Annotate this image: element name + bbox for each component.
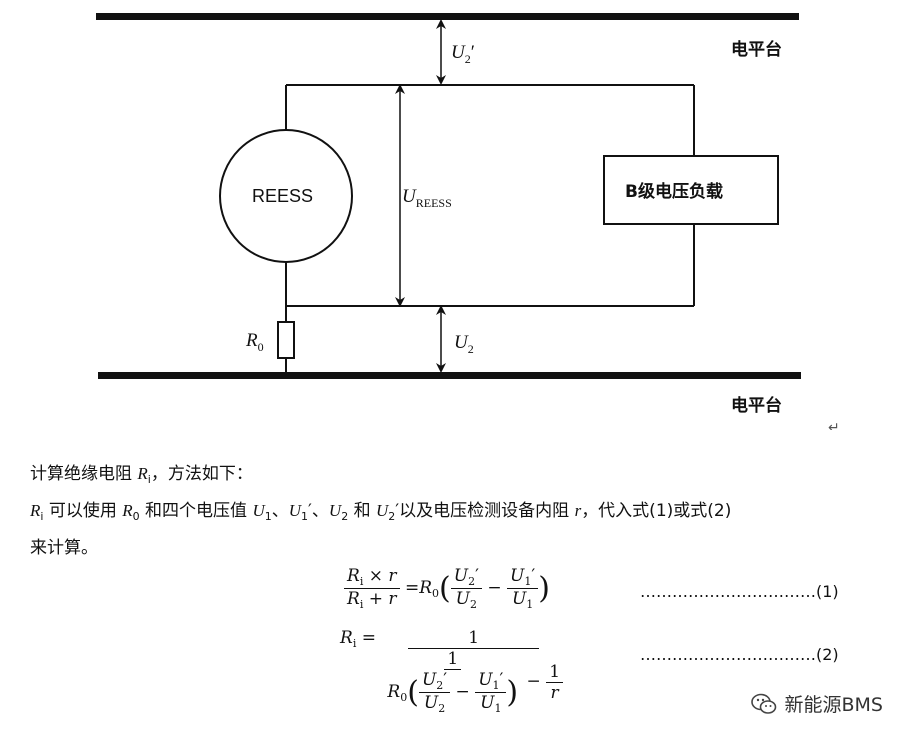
var-ri: R — [340, 628, 353, 648]
left-paren: ( — [439, 571, 451, 606]
circuit-wires — [285, 84, 695, 373]
right-paren: ) — [538, 571, 550, 606]
text-seg: 以及电压检测设备内阻 — [399, 501, 575, 521]
text-seg: 来计算。 — [30, 538, 98, 558]
sub-2: 2 — [341, 510, 349, 523]
sub-0: 0 — [132, 510, 140, 523]
formula-1-ref: ……………………………(1) — [640, 582, 839, 601]
inner-frac: 1 R0(U2′U2 − U1′U1) — [387, 649, 519, 715]
intro-line-2: Ri 可以使用 R0 和四个电压值 U1、U1′、U2 和 U2′以及电压检测设… — [30, 499, 731, 529]
equals-sign: = — [361, 628, 376, 648]
intro-text-tail: ，方法如下： — [150, 464, 253, 484]
watermark: 新能源BMS — [750, 690, 884, 717]
r0-label: R0 — [245, 330, 264, 354]
formula-1: Ri × r Ri + r =R0( U2′ U2 − U1′ U1 ) — [344, 566, 550, 611]
wechat-icon — [750, 693, 776, 714]
var-r: r — [574, 501, 582, 520]
var-u1-prime: U — [288, 501, 302, 520]
text-seg: 、 — [271, 501, 289, 521]
sub-0: 0 — [432, 587, 440, 600]
text-seg: ，代入式(1)或式(2) — [581, 501, 732, 521]
u2-label: U2 — [454, 332, 474, 356]
var-ri: R — [137, 464, 148, 483]
circuit-diagram: 电平台 电平台 REESS B级电压负载 U2′ UREESS U2 R0 ↵ — [96, 13, 840, 430]
frac-1-r: 1 r — [546, 662, 564, 703]
prime-mark: ′ — [308, 501, 312, 521]
formula-2-main-frac: 1 1 R0(U2′U2 − U1′U1) − 1 r — [381, 628, 566, 715]
formula-2-ref: ……………………………(2) — [640, 645, 839, 664]
bottom-platform-bar — [98, 372, 801, 379]
sub-i: i — [40, 510, 44, 523]
text-seg: 和四个电压值 — [139, 501, 253, 521]
sub-i: i — [147, 473, 151, 486]
minus-sign: − — [487, 578, 502, 598]
frac-u1p-u1: U1′ U1 — [507, 566, 539, 611]
u2-prime-label: U2′ — [451, 42, 475, 66]
var-u2-prime: U — [376, 501, 389, 520]
formula-1-lhs: Ri × r Ri + r — [344, 566, 400, 611]
var-u1: U — [252, 501, 265, 520]
return-mark: ↵ — [828, 420, 840, 430]
sub-i: i — [352, 637, 357, 650]
frac-u2p-u2: U2′ U2 — [450, 566, 482, 611]
text-seg: 可以使用 — [43, 501, 123, 521]
prime-mark: ′ — [395, 501, 400, 521]
load-label: B级电压负载 — [625, 181, 723, 202]
top-platform-bar — [96, 13, 799, 20]
bottom-platform-label: 电平台 — [731, 395, 782, 416]
formula-1-lhs-num: Ri × r — [344, 566, 400, 589]
var-ri: R — [30, 501, 41, 520]
u-reess-label: UREESS — [402, 186, 452, 210]
intro-line-3: 来计算。 — [30, 536, 98, 560]
watermark-text: 新能源BMS — [784, 694, 884, 716]
formula-2-num: 1 — [408, 628, 540, 649]
var-u2: U — [328, 501, 342, 520]
sub-1: 1 — [264, 510, 272, 523]
sub-2: 2 — [388, 510, 396, 523]
top-platform-label: 电平台 — [731, 39, 782, 60]
reess-label: REESS — [252, 186, 313, 206]
equals-sign: = — [404, 578, 420, 598]
load-box — [603, 155, 779, 225]
text-seg: 、 — [311, 501, 329, 521]
intro-line-1: 计算绝缘电阻 Ri，方法如下： — [30, 462, 253, 492]
reess-battery-symbol — [219, 129, 353, 263]
formula-2: Ri = 1 1 R0(U2′U2 − U1′U1) − 1 r — [340, 628, 566, 715]
text-seg: 和 — [348, 501, 376, 521]
sub-1: 1 — [301, 510, 309, 523]
formula-1-lhs-den: Ri + r — [347, 589, 397, 611]
var-r0: R — [122, 501, 133, 520]
formula-2-den: 1 R0(U2′U2 − U1′U1) − 1 r — [381, 649, 566, 715]
var-r0: R — [419, 578, 433, 598]
intro-text: 计算绝缘电阻 — [30, 464, 138, 484]
resistor-r0-symbol — [277, 321, 295, 359]
